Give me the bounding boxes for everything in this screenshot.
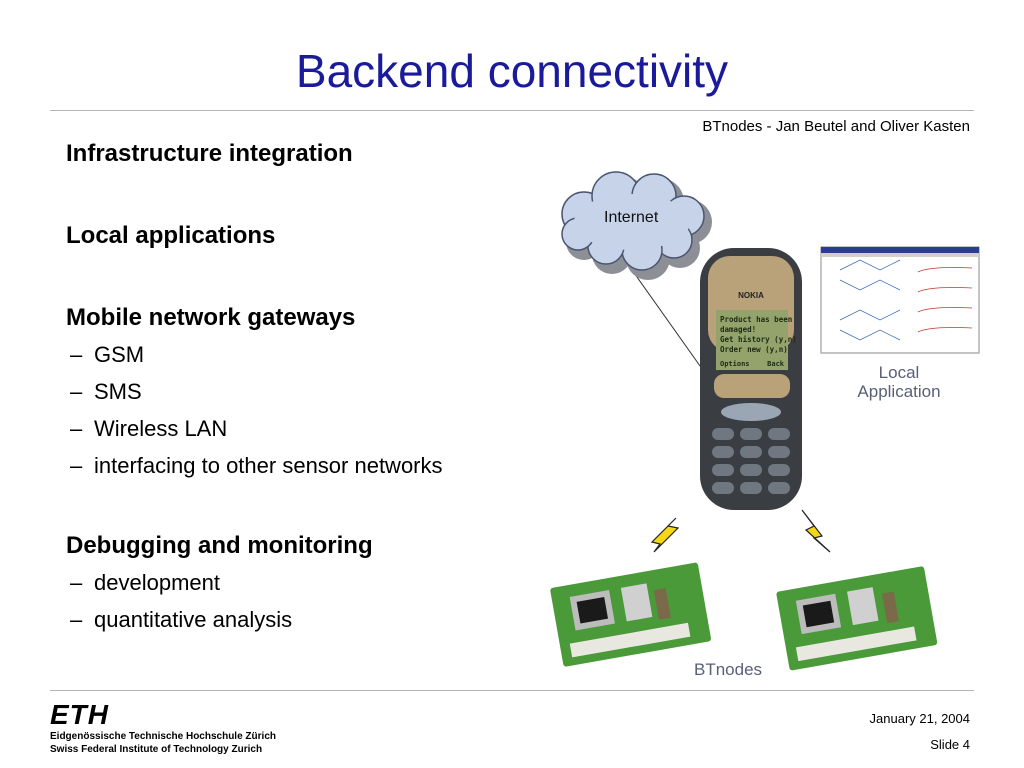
lightning-icon: [801, 509, 831, 553]
phone-screen-line: Product has been: [720, 315, 792, 324]
heading-debugging: Debugging and monitoring: [66, 532, 373, 559]
nokia-phone-icon: [700, 248, 802, 510]
list-item: –SMS: [66, 373, 546, 410]
lightning-icon: [650, 517, 680, 553]
list-item: –Wireless LAN: [66, 410, 546, 447]
btnodes-label: BTnodes: [694, 660, 763, 679]
local-application-screenshot: [820, 246, 980, 354]
heading-mobile-gateways: Mobile network gateways: [66, 304, 356, 331]
title-divider: [50, 110, 974, 111]
sub-item-sensor-networks: interfacing to other sensor networks: [94, 453, 443, 478]
list-item: –interfacing to other sensor networks: [66, 447, 546, 484]
slide-subtitle: BTnodes - Jan Beutel and Oliver Kasten: [702, 118, 970, 135]
bullet-content: Infrastructure integration Local applica…: [66, 136, 546, 638]
phone-softkey-label: Back: [767, 360, 785, 368]
sub-item-wireless-lan: Wireless LAN: [94, 416, 228, 441]
footer-info: January 21, 2004 Slide 4: [870, 706, 970, 758]
btnode-board-icon: [550, 562, 711, 667]
btnode-board-icon: [776, 566, 938, 671]
internet-cloud-icon: [561, 171, 712, 280]
eth-logo: ETH Eidgenössische Technische Hochschule…: [50, 700, 276, 756]
local-application-label: Local Application: [857, 363, 941, 401]
list-item: –GSM: [66, 336, 546, 373]
heading-infrastructure: Infrastructure integration: [66, 140, 353, 167]
internet-label: Internet: [604, 209, 659, 226]
sub-item-sms: SMS: [94, 379, 142, 404]
slide-title: Backend connectivity: [295, 45, 729, 97]
phone-brand-label: NOKIA: [738, 291, 764, 300]
slide-date: January 21, 2004: [869, 711, 970, 726]
sub-item-development: development: [94, 570, 220, 595]
phone-screen-line: damaged!: [720, 325, 756, 334]
sub-item-gsm: GSM: [94, 342, 145, 367]
phone-screen-line: Get history (y,n): [720, 335, 797, 344]
list-item: –quantitative analysis: [66, 601, 546, 638]
heading-local-applications: Local applications: [66, 222, 276, 249]
connection-line: [631, 269, 711, 381]
slide-number: Slide 4: [930, 737, 970, 752]
list-item: –development: [66, 564, 546, 601]
phone-softkey-label: Options: [720, 360, 750, 368]
footer-divider: [50, 690, 974, 691]
institute-line-2: Swiss Federal Institute of Technology Zu…: [50, 744, 263, 755]
institute-line-1: Eidgenössische Technische Hochschule Zür…: [50, 731, 276, 742]
eth-wordmark: ETH: [50, 699, 109, 730]
phone-screen-line: Order new (y,n): [720, 345, 788, 354]
sub-item-quantitative-analysis: quantitative analysis: [94, 607, 293, 632]
